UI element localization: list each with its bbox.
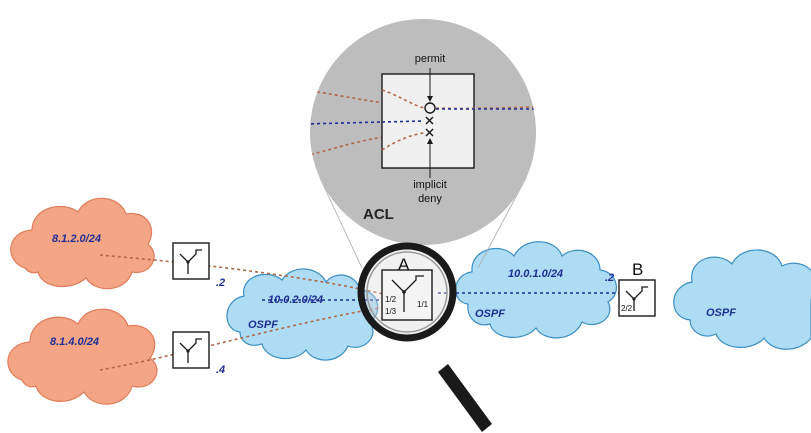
cloud-8-1-4 xyxy=(7,308,158,405)
net-label-8-1-4: 8.1.4.0/24 xyxy=(50,336,99,348)
router-a xyxy=(381,269,433,321)
router-left-bottom xyxy=(172,331,210,369)
router-b xyxy=(618,279,656,317)
router-a-name: A xyxy=(398,255,410,274)
traffic-paths xyxy=(99,254,630,371)
cloud-10-0-1 xyxy=(455,241,617,339)
implicit-label: implicit xyxy=(413,179,447,191)
deny-label: deny xyxy=(418,193,442,205)
router-b-name: B xyxy=(632,260,643,279)
router-left-top xyxy=(172,242,210,280)
acl-zoom-disc: permit implicit deny ACL xyxy=(310,19,536,245)
acl-title: ACL xyxy=(363,206,394,223)
cloud-ospf-right xyxy=(673,249,811,350)
cloud-10-0-2 xyxy=(226,268,379,361)
cloud-8-1-2 xyxy=(10,197,155,290)
permit-label: permit xyxy=(415,53,446,65)
net-label-8-1-2: 8.1.2.0/24 xyxy=(52,233,101,245)
router-a-port-1-1: 1/1 xyxy=(417,300,429,309)
deny-marker-upper xyxy=(425,116,434,125)
deny-marker-lower xyxy=(425,128,434,137)
octet-label-b: .2 xyxy=(605,272,614,284)
octet-label-bottom: .4 xyxy=(216,364,225,376)
net-label-10-0-2: 10.0.2.0/24 xyxy=(268,294,323,306)
octet-label-top: .2 xyxy=(216,277,225,289)
router-a-port-1-2: 1/2 xyxy=(385,295,397,304)
ospf-label-right: OSPF xyxy=(706,307,736,319)
acl-box xyxy=(381,73,475,169)
router-b-port-2-2: 2/2 xyxy=(621,304,633,313)
router-a-port-1-3: 1/3 xyxy=(385,307,397,316)
permit-marker xyxy=(424,102,436,114)
ospf-label-left: OSPF xyxy=(248,319,278,331)
ospf-label-middle: OSPF xyxy=(475,308,505,320)
net-label-10-0-1: 10.0.1.0/24 xyxy=(508,268,563,280)
